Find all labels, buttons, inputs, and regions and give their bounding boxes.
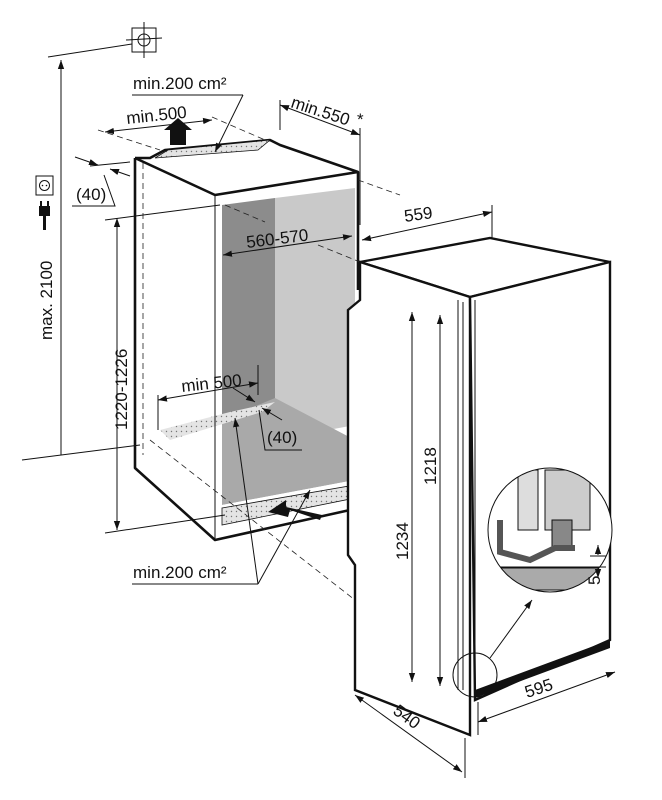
plug-icon	[39, 201, 50, 230]
appliance-height-label: 1234	[393, 522, 412, 560]
top-gap-label: (40)	[76, 185, 106, 204]
top-vent-area-label: min.200 cm²	[133, 74, 227, 93]
bottom-vent-width-dimension	[157, 381, 259, 402]
detail-marker-circle	[452, 652, 498, 698]
max-height-label: max. 2100	[37, 261, 56, 340]
appliance-width-dimension	[361, 210, 493, 242]
asterisk-label: *	[357, 110, 364, 129]
bottom-rear-vent	[160, 402, 275, 440]
bottom-gap-label: (40)	[267, 428, 297, 447]
water-connection-icon	[125, 22, 163, 58]
niche-floor	[222, 398, 355, 505]
bottom-vent-area-label: min.200 cm²	[133, 563, 227, 582]
door-width-label: 595	[522, 675, 555, 702]
max-height-top-line	[47, 43, 133, 58]
appliance-depth-dimension	[354, 694, 463, 773]
niche-width-dimension	[222, 234, 353, 257]
top-vent-width-dimension	[104, 117, 213, 135]
door-width-dimension	[477, 671, 616, 723]
niche-outline	[133, 138, 360, 542]
socket-icon	[35, 175, 54, 196]
niche-side-wall	[275, 188, 355, 440]
niche-depth-label: min.550	[289, 93, 352, 130]
niche-height-label: 1220-1226	[112, 349, 131, 430]
detail-gap-label: 5	[585, 576, 604, 585]
top-vent-grille	[154, 139, 272, 159]
door-height-label: 1218	[421, 447, 440, 485]
appliance-width-label: 559	[403, 203, 434, 226]
air-in-arrow-icon	[268, 500, 322, 520]
niche-depth-dimension	[279, 104, 361, 136]
